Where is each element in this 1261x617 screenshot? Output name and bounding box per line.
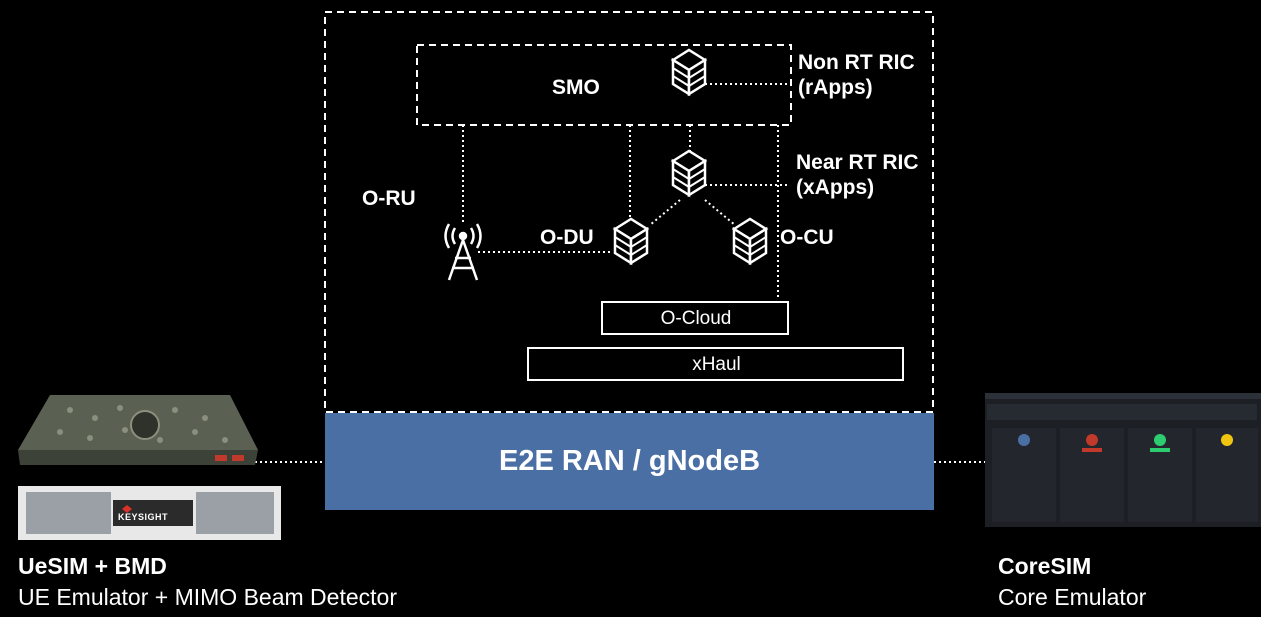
uesim-subtitle: UE Emulator + MIMO Beam Detector: [18, 584, 397, 610]
keysight-rack-image: [18, 486, 281, 540]
o-cu-server-icon: [732, 217, 768, 265]
coresim-screenshot-image: [985, 393, 1261, 527]
near-rt-ric-server-icon: [671, 149, 707, 197]
e2e-ran-banner-label: E2E RAN / gNodeB: [498, 445, 761, 477]
near-rt-ric-label: Near RT RIC (xApps): [796, 150, 919, 200]
coresim-subtitle: Core Emulator: [998, 584, 1147, 610]
non-rt-ric-line-2: (rApps): [798, 76, 873, 100]
near-rt-ric-line-2: (xApps): [796, 176, 875, 200]
xhaul-box: [527, 347, 904, 381]
o-du-label: O-DU: [540, 226, 594, 249]
non-rt-ric-server-icon: [671, 48, 707, 96]
o-cloud-label: O-Cloud: [660, 308, 732, 329]
xhaul-label: xHaul: [692, 354, 741, 375]
uesim-title: UeSIM + BMD: [18, 553, 167, 579]
smo-label: SMO: [552, 76, 600, 99]
o-cloud-box: [601, 301, 789, 335]
keysight-logo-text: KEYSIGHT: [118, 512, 169, 522]
uesim-hardware-image: [18, 395, 258, 465]
coresim-title: CoreSIM: [998, 553, 1092, 579]
o-cu-label: O-CU: [780, 226, 834, 249]
antenna-icon: [444, 223, 482, 281]
dotted-connectors: [255, 83, 985, 463]
non-rt-ric-line-1: Non RT RIC: [798, 51, 915, 74]
o-ru-label: O-RU: [362, 187, 416, 210]
ran-dashed-frame: [324, 11, 934, 413]
non-rt-ric-label: Non RT RIC (rApps): [798, 50, 915, 100]
e2e-ran-banner: E2E RAN / gNodeB: [325, 413, 934, 510]
o-du-server-icon: [613, 217, 649, 265]
near-rt-ric-line-1: Near RT RIC: [796, 151, 919, 174]
smo-dashed-box: [416, 44, 792, 126]
